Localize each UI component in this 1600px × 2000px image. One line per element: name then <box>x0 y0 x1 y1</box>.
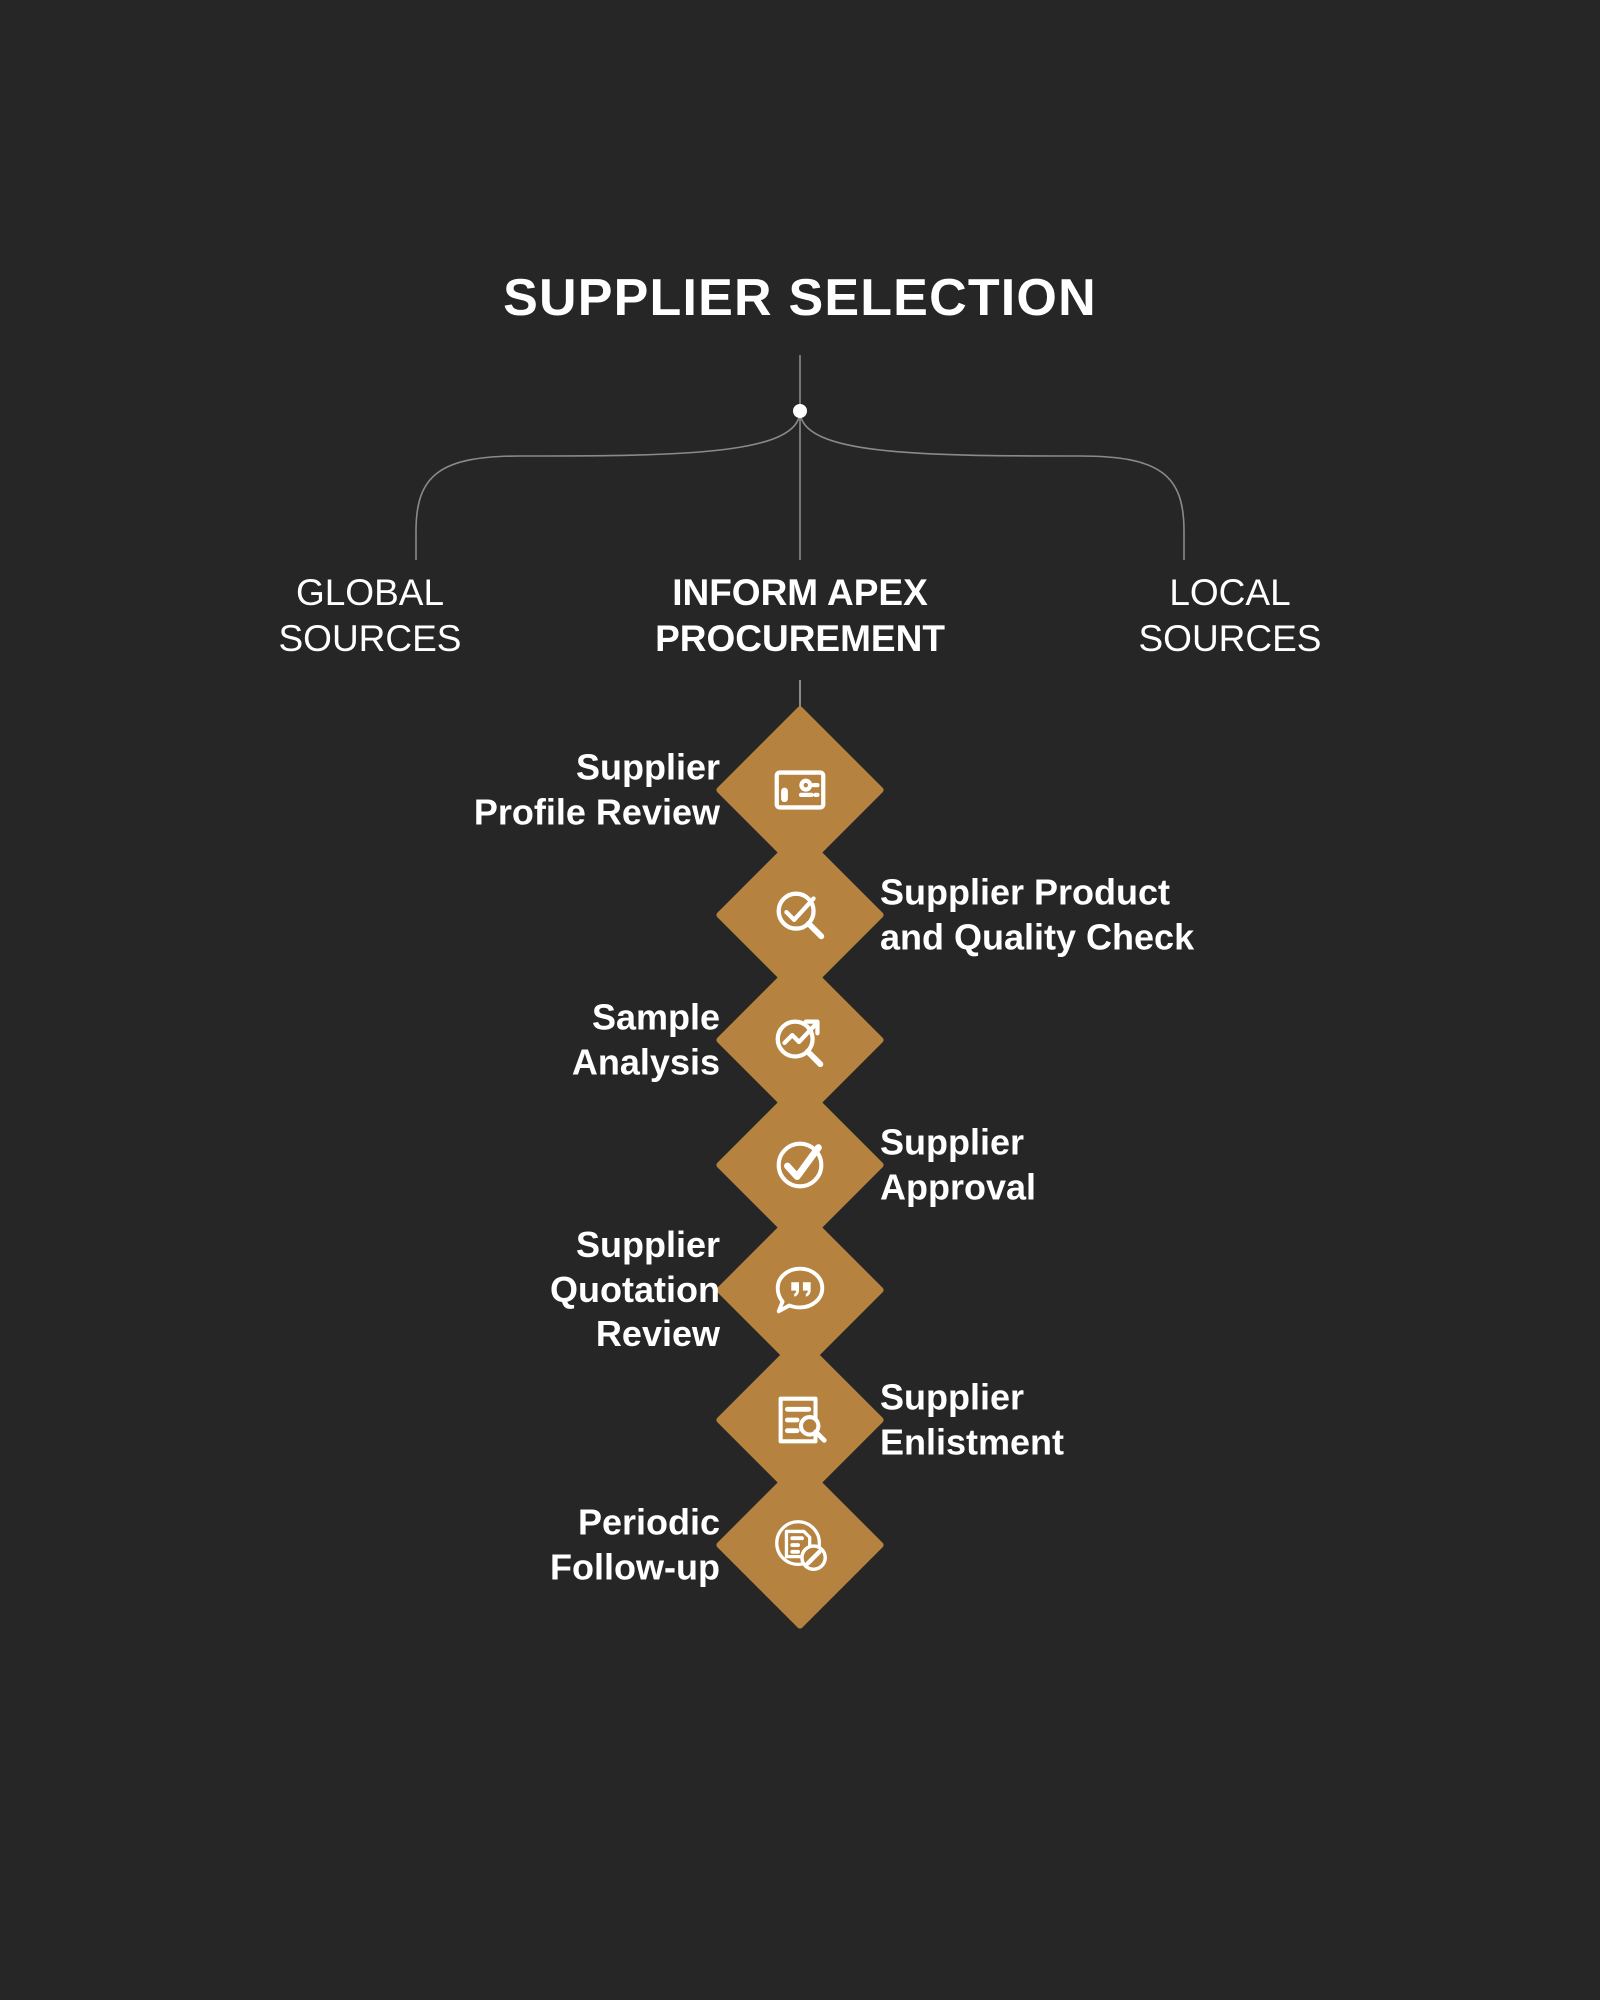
circle-check-icon <box>740 1105 860 1225</box>
step-4[interactable]: Supplier Approval <box>0 1080 1600 1250</box>
branch-label-center: INFORM APEX PROCUREMENT <box>536 570 1064 662</box>
step-6[interactable]: Supplier Enlistment <box>0 1335 1600 1505</box>
profile-card-icon <box>740 730 860 850</box>
branch-connector-graphic <box>415 355 1185 560</box>
right-branch-path <box>799 410 1185 560</box>
step-7[interactable]: Periodic Follow-up <box>0 1460 1600 1630</box>
branch-label-global-line1: GLOBAL <box>295 572 445 613</box>
branch-label-local-line2: SOURCES <box>1138 617 1322 659</box>
branch-label-local-line1: LOCAL <box>1169 572 1291 613</box>
step-5[interactable]: Supplier Quotation Review <box>0 1205 1600 1375</box>
speech-bubble-quote-icon <box>740 1230 860 1350</box>
branch-label-global: GLOBAL SOURCES <box>205 570 535 662</box>
left-branch-path <box>415 410 801 560</box>
branch-label-center-line1: INFORM APEX <box>672 572 928 613</box>
spine-segment-0 <box>799 680 801 730</box>
magnifier-check-icon <box>740 855 860 975</box>
step-1[interactable]: Supplier Profile Review <box>0 705 1600 875</box>
step-4-label: Supplier Approval <box>880 1121 1037 1207</box>
step-7-label: Periodic Follow-up <box>550 1501 720 1587</box>
document-pencil-circle-icon <box>740 1485 860 1605</box>
step-2-label: Supplier Product and Quality Check <box>880 871 1195 957</box>
step-5-label: Supplier Quotation Review <box>550 1224 720 1355</box>
step-3-label: Sample Analysis <box>571 996 720 1082</box>
branch-label-center-line2: PROCUREMENT <box>655 617 945 659</box>
step-6-label: Supplier Enlistment <box>880 1376 1065 1462</box>
document-magnifier-icon <box>740 1360 860 1480</box>
branch-node-dot <box>793 404 807 418</box>
branch-label-local: LOCAL SOURCES <box>1065 570 1395 662</box>
step-3[interactable]: Sample Analysis <box>0 955 1600 1125</box>
page-title: SUPPLIER SELECTION <box>503 269 1097 327</box>
branch-label-row: GLOBAL SOURCES INFORM APEX PROCUREMENT L… <box>0 570 1600 670</box>
step-2[interactable]: Supplier Product and Quality Check <box>0 830 1600 1000</box>
magnifier-trend-arrow-icon <box>740 980 860 1100</box>
branch-label-global-line2: SOURCES <box>278 617 462 659</box>
step-1-label: Supplier Profile Review <box>473 746 720 832</box>
